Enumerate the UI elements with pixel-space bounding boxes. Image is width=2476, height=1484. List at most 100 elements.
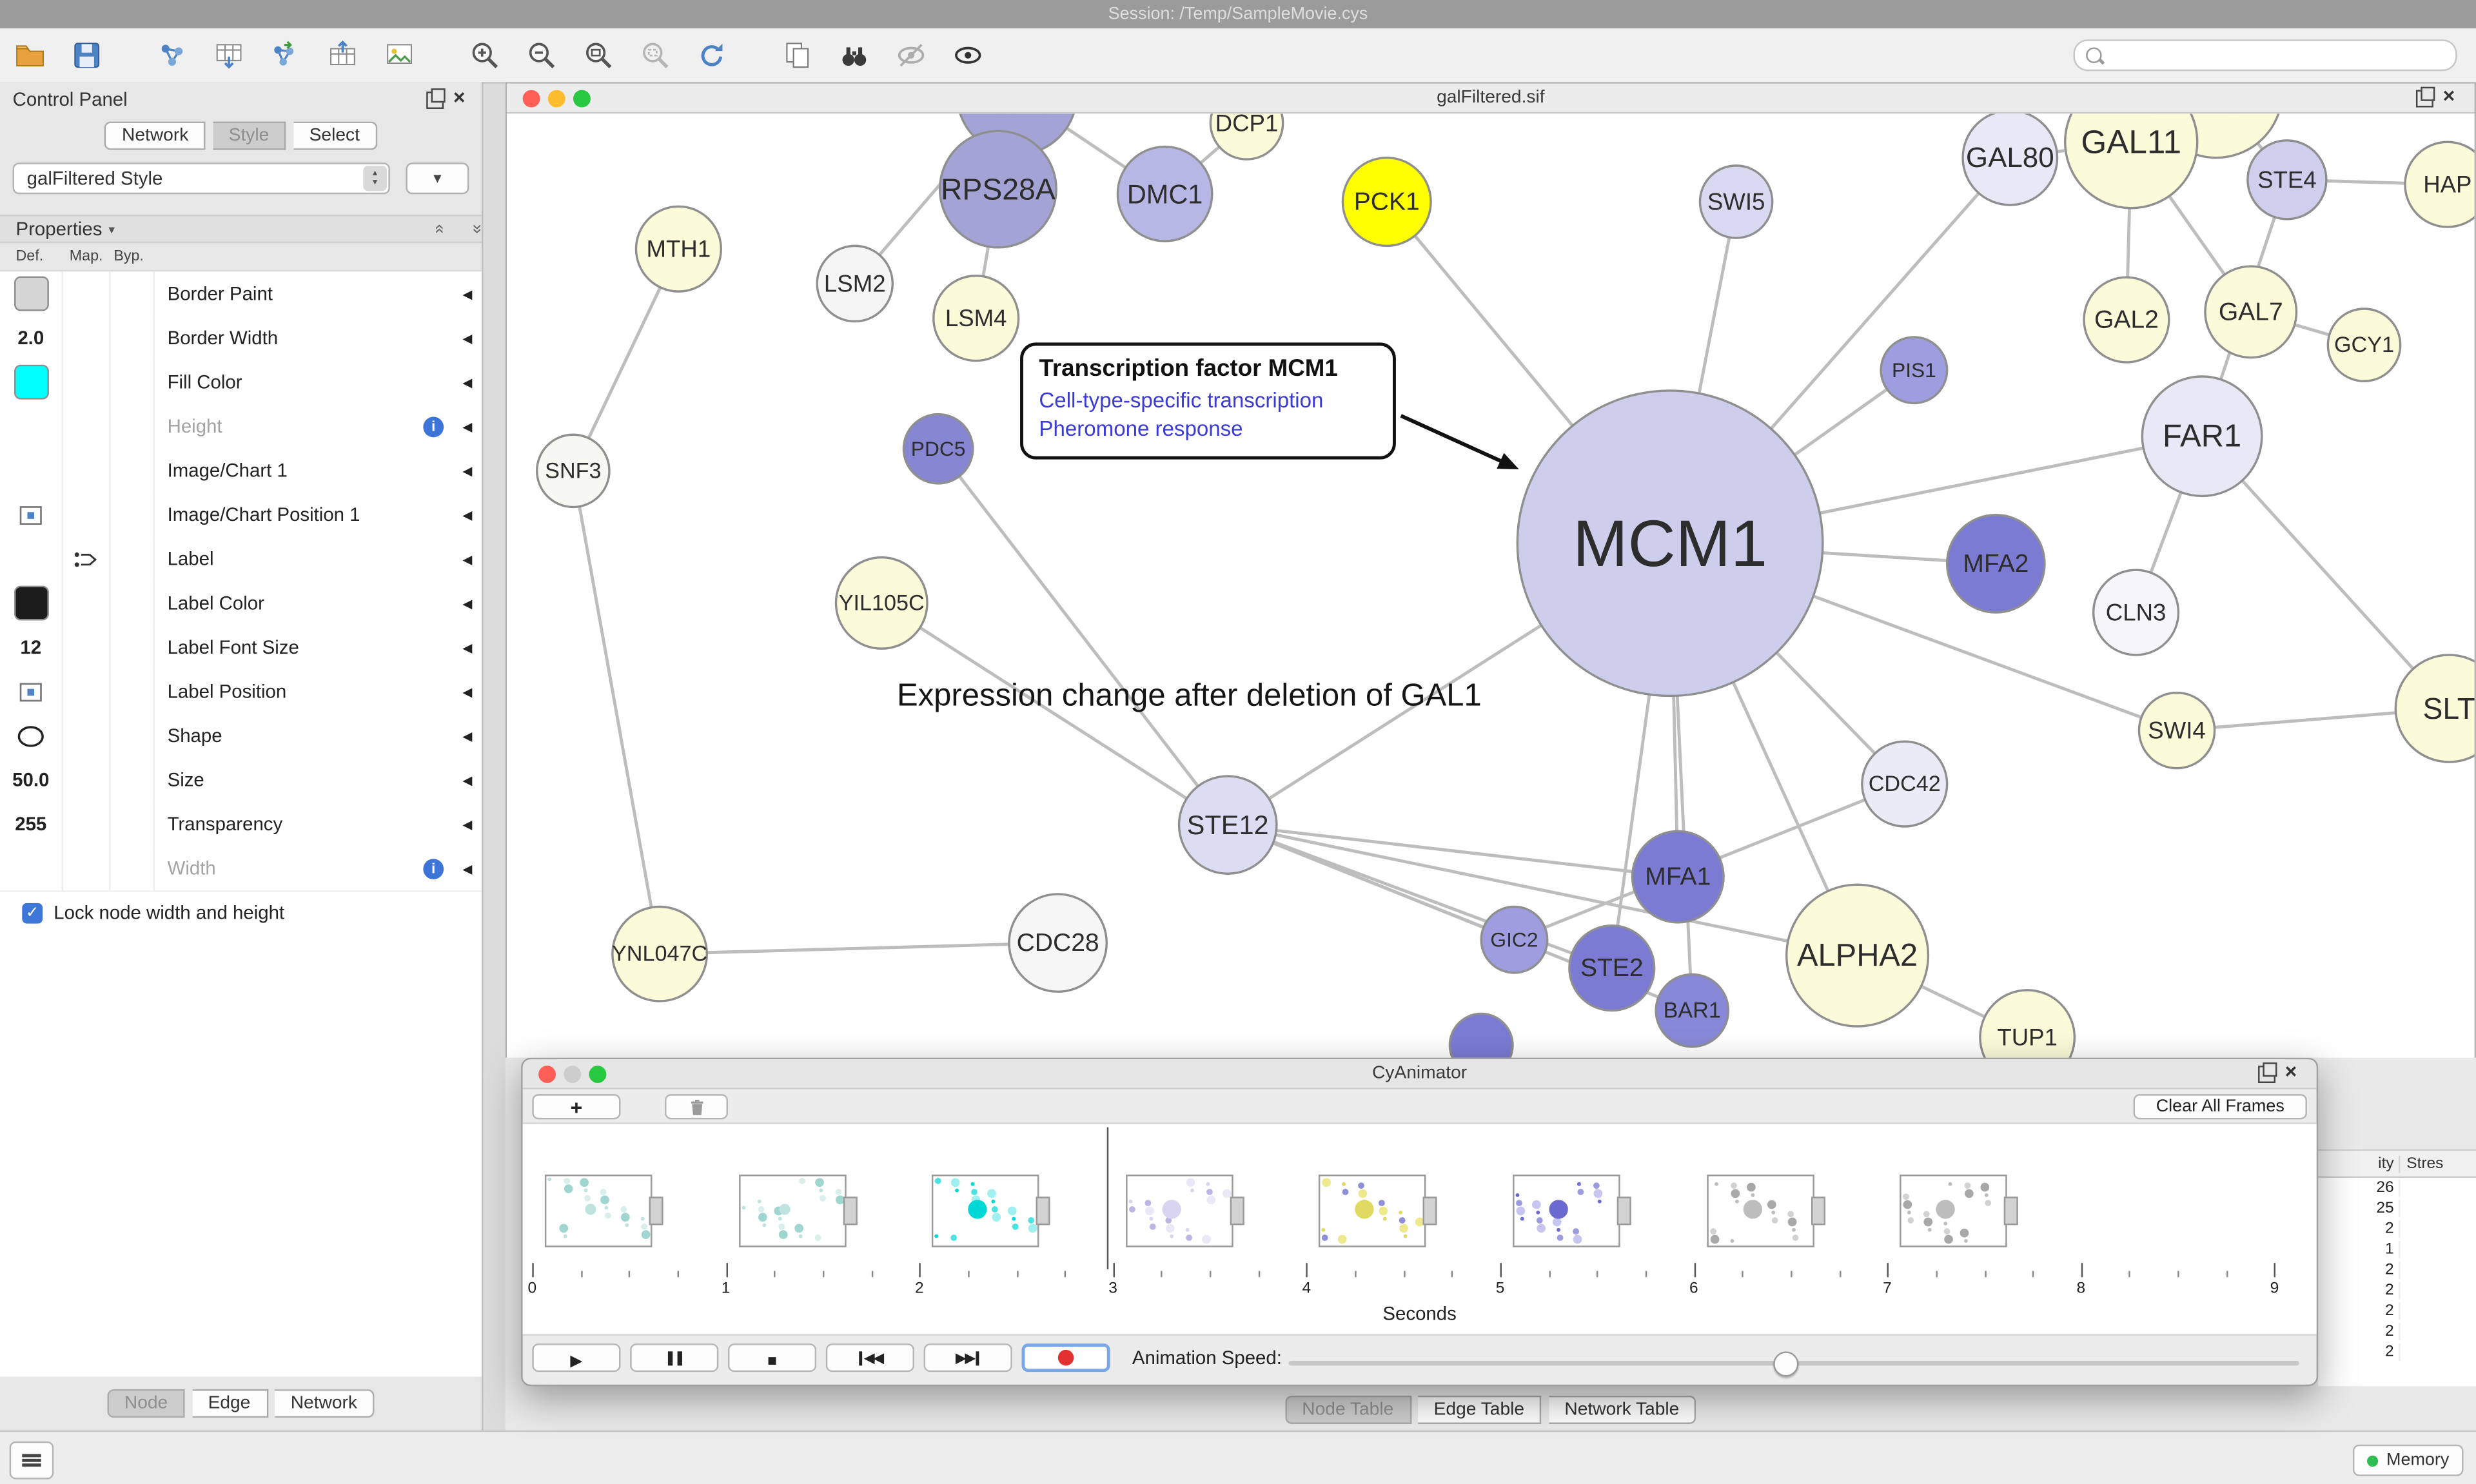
property-mapping-cell[interactable]: [63, 315, 111, 360]
delete-frame-button[interactable]: [665, 1094, 728, 1120]
node-far1[interactable]: FAR1: [2141, 375, 2263, 498]
expand-property-icon[interactable]: [453, 419, 482, 433]
node-dmc1[interactable]: DMC1: [1116, 145, 1213, 242]
node-yil105c[interactable]: YIL105C: [834, 556, 928, 650]
search-box[interactable]: [2073, 39, 2457, 72]
expand-property-icon[interactable]: [453, 861, 482, 875]
table-row[interactable]: 2: [2318, 1322, 2476, 1342]
expand-property-icon[interactable]: [453, 685, 482, 699]
tab-network-style[interactable]: Network: [275, 1389, 375, 1418]
color-swatch[interactable]: [13, 364, 48, 400]
property-mapping-cell[interactable]: [63, 802, 111, 846]
property-default-cell[interactable]: [0, 536, 63, 581]
color-swatch[interactable]: [13, 276, 48, 311]
zoom-fit-icon[interactable]: [581, 38, 616, 73]
expand-property-icon[interactable]: [453, 817, 482, 831]
frame-thumbnail-3[interactable]: [1125, 1175, 1244, 1247]
property-bypass-cell[interactable]: [110, 669, 155, 714]
property-mapping-cell[interactable]: [63, 404, 111, 449]
node-tup1[interactable]: TUP1: [1979, 989, 2076, 1058]
expand-property-icon[interactable]: [453, 375, 482, 389]
frame-thumbnail-5[interactable]: [1513, 1175, 1631, 1247]
property-default-cell[interactable]: 255: [0, 802, 63, 846]
property-bypass-cell[interactable]: [110, 846, 155, 891]
frame-handle[interactable]: [1423, 1196, 1438, 1225]
copy-icon[interactable]: [780, 38, 815, 73]
property-mapping-cell[interactable]: [63, 360, 111, 404]
edge-ste12-gic2[interactable]: [1227, 823, 1515, 942]
close-panel-icon[interactable]: [453, 84, 469, 108]
zoom-cyanimator-icon[interactable]: [589, 1064, 607, 1082]
info-icon[interactable]: i: [423, 858, 444, 879]
tab-edge[interactable]: Edge: [192, 1389, 268, 1418]
property-row-shape[interactable]: Shape: [0, 713, 482, 758]
frame-handle[interactable]: [1230, 1196, 1244, 1225]
property-row-fill-color[interactable]: Fill Color: [0, 360, 482, 404]
import-network-icon[interactable]: [155, 38, 190, 73]
expand-property-icon[interactable]: [453, 286, 482, 300]
annotation-link-1[interactable]: Cell-type-specific transcription: [1039, 388, 1324, 413]
cyanimator-titlebar[interactable]: CyAnimator: [522, 1059, 2317, 1089]
clear-all-frames-button[interactable]: Clear All Frames: [2133, 1094, 2307, 1120]
frame-handle[interactable]: [1616, 1196, 1631, 1225]
float-network-icon[interactable]: [2415, 86, 2435, 107]
property-mapping-cell[interactable]: [63, 625, 111, 670]
node-gal80[interactable]: GAL80: [1961, 113, 2059, 206]
frame-thumbnail-1[interactable]: [738, 1175, 857, 1247]
export-image-icon[interactable]: [382, 38, 417, 73]
tab-edge-table[interactable]: Edge Table: [1418, 1395, 1542, 1424]
table-column-header-2[interactable]: Stres: [2406, 1155, 2444, 1173]
tab-node-table[interactable]: Node Table: [1284, 1395, 1411, 1424]
node-mth1[interactable]: MTH1: [634, 205, 722, 293]
property-bypass-cell[interactable]: [110, 271, 155, 316]
property-default-cell[interactable]: [0, 360, 63, 404]
property-bypass-cell[interactable]: [110, 404, 155, 449]
node-cut3[interactable]: [1448, 1012, 1514, 1058]
memory-button[interactable]: Memory: [2353, 1444, 2464, 1476]
property-mapping-cell[interactable]: [63, 448, 111, 493]
first-neighbors-icon[interactable]: [837, 38, 872, 73]
table-row[interactable]: 2: [2318, 1219, 2476, 1240]
edge-ste12-pdc5[interactable]: [937, 447, 1230, 826]
property-mapping-cell[interactable]: [63, 581, 111, 625]
style-options-button[interactable]: [406, 162, 469, 195]
window-titlebar[interactable]: Session: /Temp/SampleMovie.cys: [0, 0, 2476, 29]
table-row[interactable]: 1: [2318, 1239, 2476, 1260]
node-gal2[interactable]: GAL2: [2083, 276, 2170, 364]
node-mfa1[interactable]: MFA1: [1631, 830, 1725, 924]
tab-node[interactable]: Node: [106, 1389, 186, 1418]
close-network-icon[interactable]: [2443, 83, 2459, 107]
node-dcp1[interactable]: DCP1: [1209, 113, 1284, 161]
property-default-cell[interactable]: [0, 581, 63, 625]
node-ynl047c[interactable]: YNL047C: [611, 905, 709, 1002]
expand-property-icon[interactable]: [453, 464, 482, 478]
record-button[interactable]: [1021, 1343, 1110, 1372]
expand-property-icon[interactable]: [453, 728, 482, 743]
edge-ste12-mfa1[interactable]: [1227, 823, 1678, 879]
node-cln3[interactable]: CLN3: [2092, 569, 2180, 656]
node-cdc28[interactable]: CDC28: [1008, 893, 1108, 993]
info-icon[interactable]: i: [423, 416, 444, 437]
expand-property-icon[interactable]: [453, 773, 482, 787]
float-cyanimator-icon[interactable]: [2258, 1061, 2277, 1082]
open-session-icon[interactable]: [13, 38, 48, 73]
tab-network[interactable]: Network: [104, 121, 206, 150]
lock-checkbox[interactable]: [22, 902, 43, 923]
node-snf3[interactable]: SNF3: [535, 433, 611, 509]
tab-style[interactable]: Style: [213, 121, 287, 150]
tab-network-table[interactable]: Network Table: [1548, 1395, 1697, 1424]
property-default-cell[interactable]: [0, 271, 63, 316]
import-table-icon[interactable]: [211, 38, 246, 73]
play-button[interactable]: [532, 1343, 621, 1372]
property-row-label-color[interactable]: Label Color: [0, 581, 482, 625]
property-mapping-cell[interactable]: [63, 669, 111, 714]
frame-handle[interactable]: [649, 1196, 663, 1225]
node-gcy1[interactable]: GCY1: [2326, 308, 2402, 382]
close-window-icon[interactable]: [522, 89, 540, 107]
annotation-link-2[interactable]: Pheromone response: [1039, 416, 1243, 441]
expand-all-icon[interactable]: [429, 224, 448, 234]
property-row-label[interactable]: Label: [0, 536, 482, 581]
table-row[interactable]: 25: [2318, 1198, 2476, 1219]
